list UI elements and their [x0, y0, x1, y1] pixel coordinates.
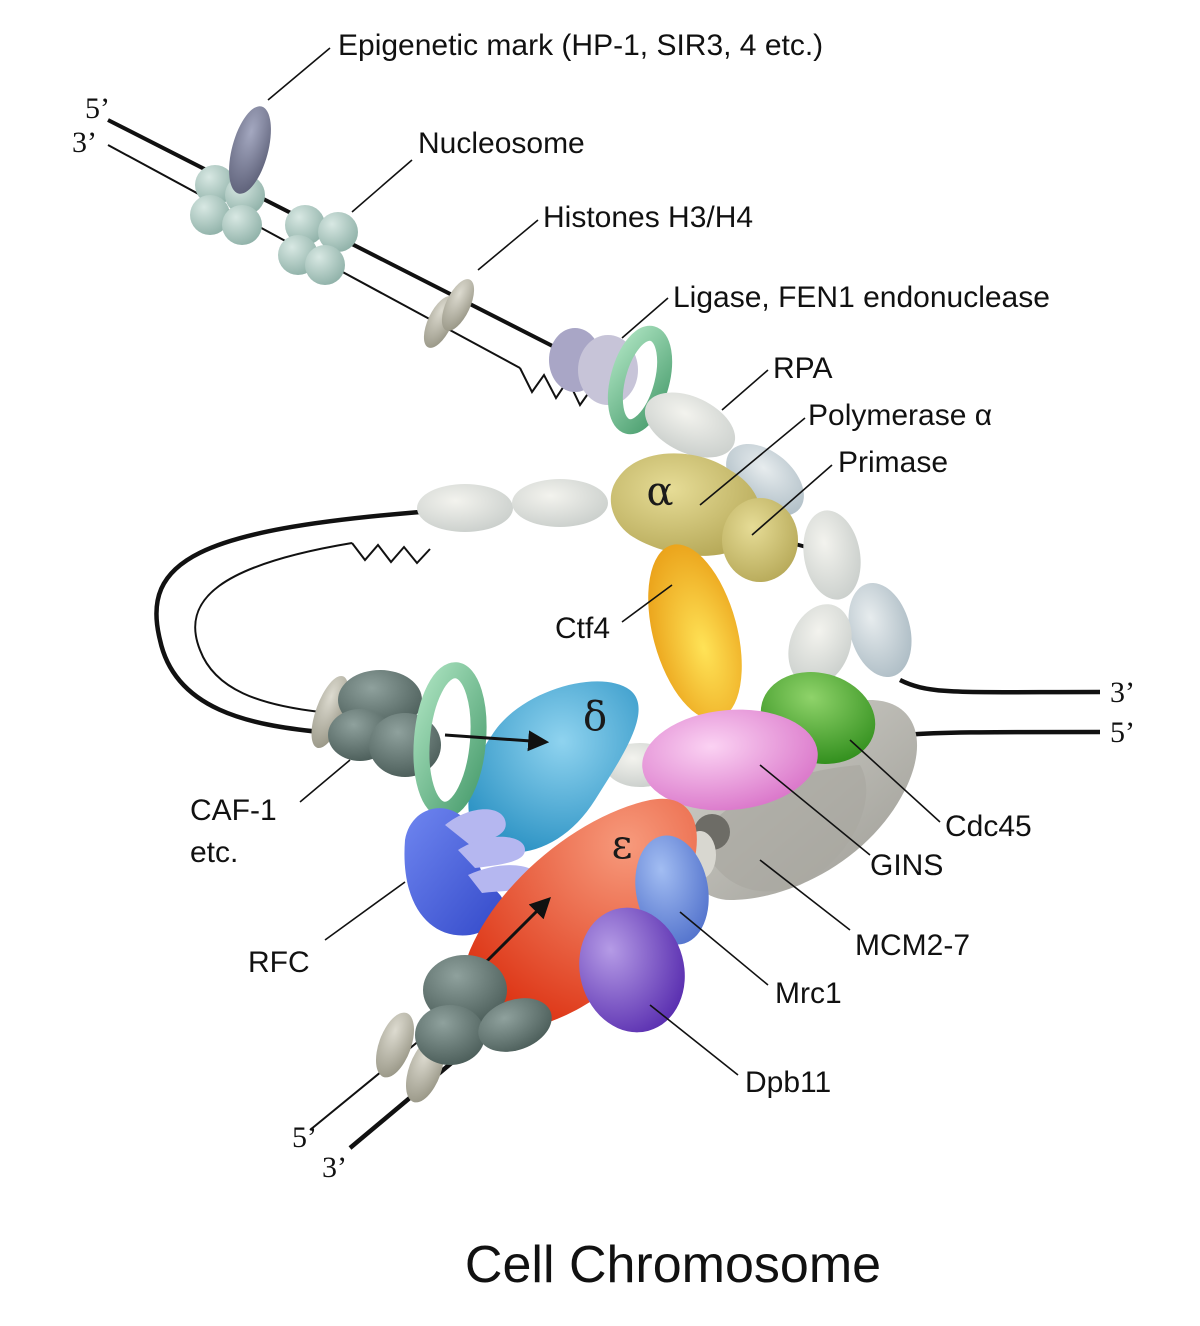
primase-shape	[722, 498, 798, 582]
polymerase-alpha-label: Polymerase α	[808, 399, 992, 432]
ctf4-shape	[648, 544, 742, 720]
pcna-ring-top	[607, 325, 673, 435]
delta-symbol: δ	[583, 694, 607, 740]
mrc1-label: Mrc1	[775, 977, 842, 1010]
rpa-label: RPA	[773, 352, 832, 385]
lagging-direction-arrow	[444, 730, 550, 752]
nucleosome-cluster-2	[278, 205, 358, 285]
right-strand-3prime	[898, 677, 1101, 695]
caf1-label: CAF-1	[190, 794, 277, 827]
leader-lines	[267, 47, 941, 1076]
epigenetic-mark-label: Epigenetic mark (HP-1, SIR3, 4 etc.)	[338, 29, 823, 62]
cdc45-label: Cdc45	[945, 810, 1032, 843]
lagging-strand-outer	[154, 509, 421, 735]
rna-primer-zigzag-top	[519, 367, 593, 407]
dpb11-label: Dpb11	[745, 1066, 831, 1099]
gins-label: GINS	[870, 849, 943, 882]
rna-primer-zigzag-lagging	[351, 542, 431, 565]
nucleosome-label: Nucleosome	[418, 127, 585, 160]
rfc-label: RFC	[248, 946, 310, 979]
caf1-etc-label: etc.	[190, 836, 238, 869]
rfc-shape	[404, 808, 539, 936]
polymerase-delta-shape	[468, 681, 639, 853]
mcm2-7-label: MCM2-7	[855, 929, 970, 962]
ctf4-label: Ctf4	[555, 612, 610, 645]
gins-shape	[642, 709, 818, 811]
diagram-title: Cell Chromosome	[465, 1236, 881, 1294]
bottom-3prime-label: 3’	[322, 1151, 347, 1184]
right-3prime-label: 3’	[1110, 676, 1135, 709]
histones-label: Histones H3/H4	[543, 201, 753, 234]
leading-direction-arrow	[478, 897, 551, 970]
right-5prime-label: 5’	[1110, 716, 1135, 749]
epigenetic-mark-shape	[229, 106, 271, 194]
dpb11-shape	[579, 907, 685, 1033]
ligase-fen1-label: Ligase, FEN1 endonuclease	[673, 281, 1050, 314]
lagging-strand-inner	[194, 542, 353, 713]
top-3prime-label: 3’	[72, 126, 97, 159]
alpha-symbol: α	[646, 469, 673, 515]
right-strand-5prime	[904, 729, 1101, 738]
polymerase-epsilon-shape	[464, 798, 697, 1029]
epsilon-symbol: ε	[612, 822, 633, 868]
bottom-5prime-label: 5’	[292, 1121, 317, 1154]
histone-h3-h4-shape	[423, 279, 475, 348]
top-5prime-label: 5’	[85, 92, 110, 125]
caf1-complex-bottom	[375, 955, 552, 1103]
primase-label: Primase	[838, 446, 948, 479]
pcna-ring-middle	[413, 662, 487, 818]
